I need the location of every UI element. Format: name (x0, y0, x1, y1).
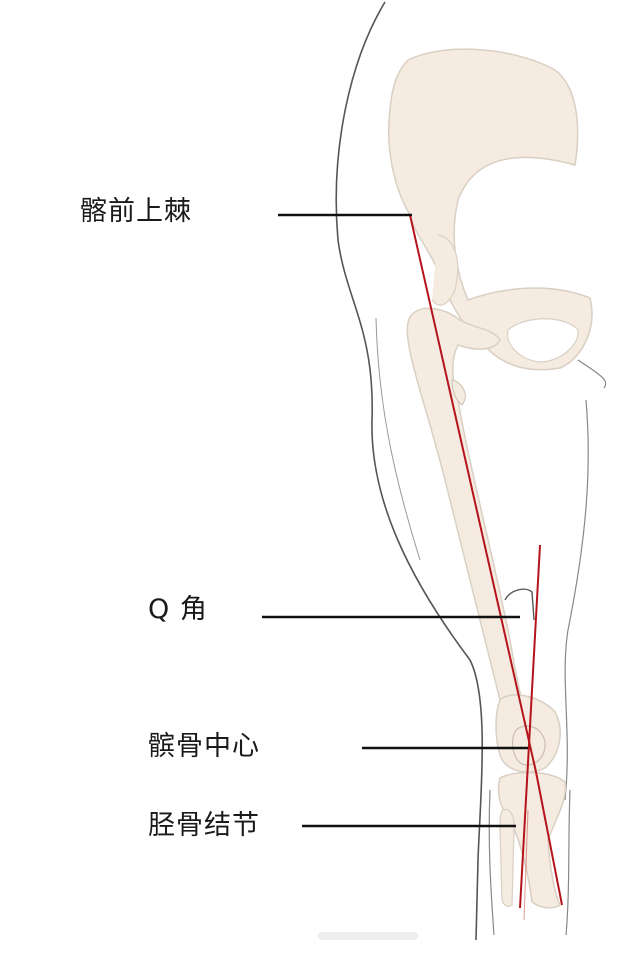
greater-trochanter (451, 379, 466, 406)
label-q-angle: Q 角 (148, 594, 208, 625)
body-outline (335, 1, 484, 941)
asis-to-patella-axis (409, 214, 537, 773)
lower-leg-outline (488, 789, 571, 936)
quadriceps-bump (504, 588, 535, 621)
fibula-bone (499, 809, 515, 907)
femur-bone (406, 307, 526, 715)
body-outline-right (564, 359, 607, 801)
label-patella-center: 髌骨中心 (148, 731, 260, 762)
obturator-foramen (507, 318, 579, 363)
hip-joint (431, 234, 459, 306)
axis-extension (523, 809, 529, 921)
tibial-tuberosity-axis (519, 544, 541, 909)
label-tibial-tuberosity: 胫骨结节 (148, 810, 260, 841)
label-asis: 髂前上棘 (80, 196, 192, 227)
bottom-bar (318, 932, 418, 940)
patella-to-tibia-axis (535, 771, 563, 906)
inner-leg-outline (375, 317, 421, 561)
